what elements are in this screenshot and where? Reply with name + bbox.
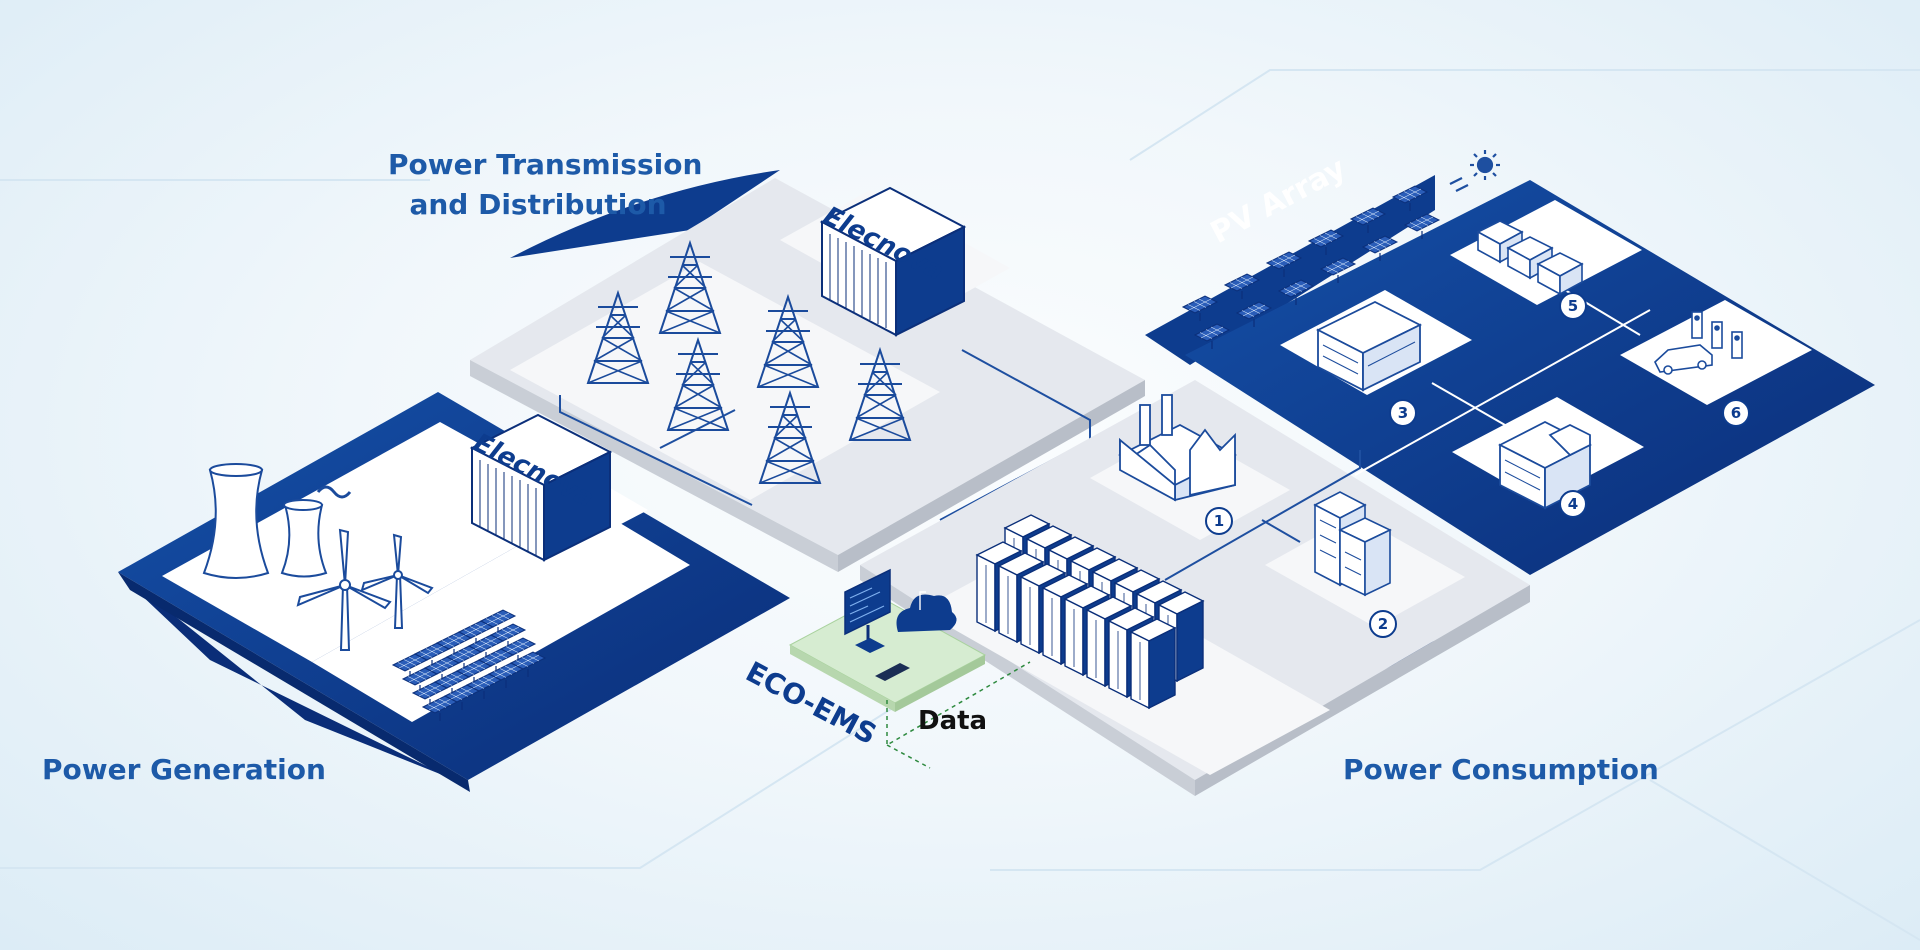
wind-turbine-icon	[296, 528, 434, 651]
factory-icon	[1118, 394, 1237, 502]
ev-charger-icon	[1691, 311, 1743, 359]
consumption-node-6: 6	[1722, 399, 1750, 427]
office-building-icon	[1315, 300, 1423, 392]
label-power-transmission-line1: Power Transmission	[388, 148, 703, 181]
label-data: Data	[918, 706, 988, 736]
label-power-transmission-line2: and Distribution	[409, 188, 667, 221]
label-power-consumption: Power Consumption	[1343, 753, 1659, 786]
label-power-generation: Power Generation	[42, 753, 326, 786]
background-lines	[0, 69, 1920, 941]
consumption-node-5: 5	[1559, 292, 1587, 320]
car-icon	[1654, 344, 1713, 375]
monitor-icon	[844, 568, 910, 681]
battery-container-icon	[469, 413, 613, 562]
cooling-tower-icon	[202, 463, 352, 579]
office-building-icon	[1313, 491, 1392, 597]
consumption-node-4: 4	[1559, 490, 1587, 518]
battery-container-icon	[819, 186, 967, 337]
consumption-node-2: 2	[1369, 610, 1397, 638]
house-icon	[1476, 220, 1584, 296]
label-power-transmission: Power Transmission and Distribution	[388, 145, 703, 225]
consumption-node-1: 1	[1205, 507, 1233, 535]
cloud-icon	[896, 591, 957, 632]
office-building-icon	[1498, 420, 1592, 510]
sun-icon	[1449, 150, 1500, 192]
eco-ems-platform	[788, 596, 1031, 769]
consumption-node-3: 3	[1389, 399, 1417, 427]
